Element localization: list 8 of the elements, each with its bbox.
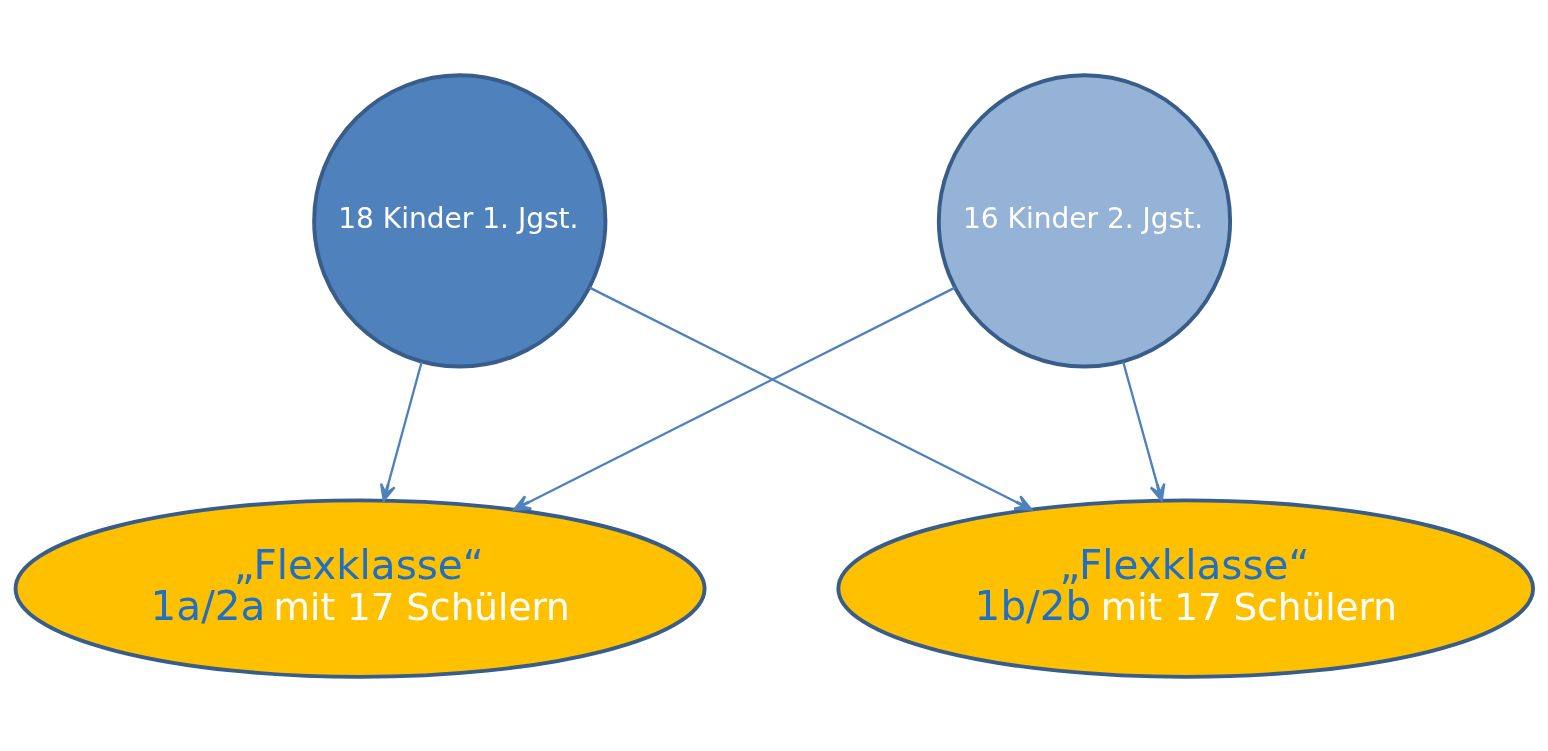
node-ellipse: „Flexklasse“ 1b/2b mit 17 Schülern bbox=[836, 497, 1536, 679]
node-circle: 18 Kinder 1. Jgst. bbox=[312, 72, 608, 368]
arrow bbox=[589, 286, 1033, 511]
arrow bbox=[1122, 361, 1166, 502]
arrow bbox=[513, 286, 956, 511]
arrow bbox=[379, 361, 423, 502]
node-ellipse: „Flexklasse“ 1a/2a mit 17 Schülern bbox=[13, 497, 707, 679]
node-circle: 16 Kinder 2. Jgst. bbox=[936, 72, 1233, 368]
